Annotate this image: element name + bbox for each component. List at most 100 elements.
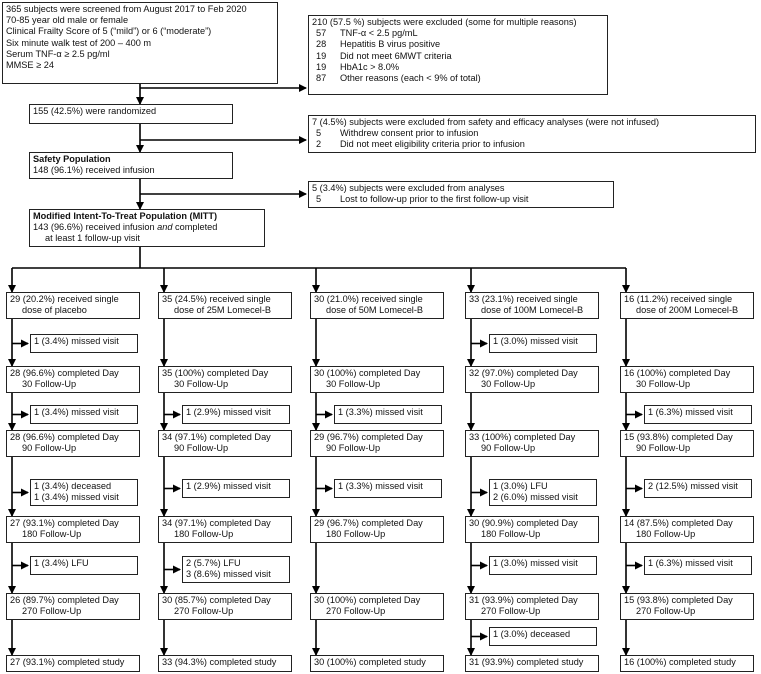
box-line: 30 (100%) completed Day (314, 595, 421, 605)
box-line: 2 (6.0%) missed visit (493, 492, 578, 503)
box-line: 33 (94.3%) completed study (162, 657, 277, 667)
box-line: 1 (3.0%) missed visit (493, 336, 578, 346)
attrition-box: 1 (2.9%) missed visit (182, 405, 290, 424)
box-line: 180 Follow-Up (481, 529, 541, 540)
completed-study-box: 30 (100%) completed study (310, 655, 444, 672)
exclusion-title: 5 (3.4%) subjects were excluded from ana… (312, 183, 505, 193)
box-line: 31 (93.9%) completed Day (469, 595, 578, 605)
box-line: 29 (96.7%) completed Day (314, 518, 423, 528)
box-line: dose of 25M Lomecel-B (174, 305, 272, 316)
box-line: 1 (3.4%) missed visit (34, 407, 119, 417)
box-line: 30 Follow-Up (22, 379, 77, 390)
followup-exclusion-box: 5 (3.4%) subjects were excluded from ana… (308, 181, 614, 208)
box-line: 30 (100%) completed Day (314, 368, 421, 378)
box-line: 1 (2.9%) missed visit (186, 407, 271, 417)
attrition-box: 1 (6.3%) missed visit (644, 405, 752, 424)
screening-exclusion-box: 210 (57.5 %) subjects were excluded (som… (308, 15, 608, 95)
box-line: 1 (3.0%) missed visit (493, 558, 578, 568)
box-line: 90 Follow-Up (22, 443, 77, 454)
box-line: 90 Follow-Up (481, 443, 536, 454)
completed-study-box: 33 (94.3%) completed study (158, 655, 292, 672)
box-line: 270 Follow-Up (22, 606, 82, 617)
completed-study-box: 31 (93.9%) completed study (465, 655, 599, 672)
box-line: 1 (3.0%) deceased (493, 629, 571, 639)
box-line: dose of 100M Lomecel-B (481, 305, 584, 316)
attrition-box: 1 (6.3%) missed visit (644, 556, 752, 575)
box-line: 33 (23.1%) received single (469, 294, 578, 304)
box-line: 26 (89.7%) completed Day (10, 595, 119, 605)
box-line: 30 Follow-Up (636, 379, 691, 390)
box-line: 1 (3.3%) missed visit (338, 407, 423, 417)
box-line: 1 (3.4%) LFU (34, 558, 89, 568)
safety-count: 148 (96.1%) received infusion (33, 165, 155, 176)
box-line: 1 (6.3%) missed visit (648, 558, 733, 568)
screening-line: 365 subjects were screened from August 2… (6, 4, 247, 14)
box-line: 90 Follow-Up (326, 443, 381, 454)
box-line: 34 (97.1%) completed Day (162, 432, 271, 442)
box-line: 1 (6.3%) missed visit (648, 407, 733, 417)
box-line: 28 (96.6%) completed Day (10, 368, 119, 378)
box-line: 14 (87.5%) completed Day (624, 518, 733, 528)
box-line: 270 Follow-Up (481, 606, 541, 617)
box-line: 35 (24.5%) received single (162, 294, 271, 304)
box-line: 30 (100%) completed study (314, 657, 426, 667)
mitt-line: 143 (96.6%) received infusion and comple… (33, 222, 218, 233)
box-line: 1 (3.4%) missed visit (34, 336, 119, 346)
box-line: 31 (93.9%) completed study (469, 657, 584, 667)
box-line: 1 (3.4%) deceased (34, 481, 112, 491)
attrition-box: 1 (3.3%) missed visit (334, 405, 442, 424)
attrition-box: 2 (12.5%) missed visit (644, 479, 752, 498)
completed-study-box: 16 (100%) completed study (620, 655, 754, 672)
box-line: 34 (97.1%) completed Day (162, 518, 271, 528)
box-line: 35 (100%) completed Day (162, 368, 269, 378)
box-line: 1 (3.0%) LFU (493, 481, 548, 491)
box-line: 30 (21.0%) received single (314, 294, 423, 304)
box-line: 30 Follow-Up (481, 379, 536, 390)
infusion-exclusion-box: 7 (4.5%) subjects were excluded from saf… (308, 115, 756, 153)
box-line: 1 (3.3%) missed visit (338, 481, 423, 491)
box-line: 180 Follow-Up (326, 529, 386, 540)
attrition-box: 1 (3.0%) missed visit (489, 334, 597, 353)
box-line: 180 Follow-Up (174, 529, 234, 540)
screening-line: Clinical Frailty Score of 5 (“mild”) or … (6, 26, 212, 37)
box-line: 1 (3.4%) missed visit (34, 492, 119, 503)
attrition-box: 1 (3.4%) LFU (30, 556, 138, 575)
screening-line: MMSE ≥ 24 (6, 60, 54, 71)
box-line: 30 (85.7%) completed Day (162, 595, 271, 605)
safety-population-box: Safety Population 148 (96.1%) received i… (29, 152, 233, 179)
mitt-population-box: Modified Intent-To-Treat Population (MIT… (29, 209, 265, 247)
box-line: 15 (93.8%) completed Day (624, 432, 733, 442)
box-line: 180 Follow-Up (22, 529, 82, 540)
randomized-box: 155 (42.5%) were randomized (29, 104, 233, 124)
box-line: 28 (96.6%) completed Day (10, 432, 119, 442)
box-line: 16 (100%) completed Day (624, 368, 731, 378)
box-line: 27 (93.1%) completed Day (10, 518, 119, 528)
box-line: 180 Follow-Up (636, 529, 696, 540)
box-line: 30 (90.9%) completed Day (469, 518, 578, 528)
completed-study-box: 27 (93.1%) completed study (6, 655, 140, 672)
box-line: 33 (100%) completed Day (469, 432, 576, 442)
box-line: 270 Follow-Up (174, 606, 234, 617)
box-line: 30 Follow-Up (326, 379, 381, 390)
box-line: 2 (12.5%) missed visit (648, 481, 738, 491)
